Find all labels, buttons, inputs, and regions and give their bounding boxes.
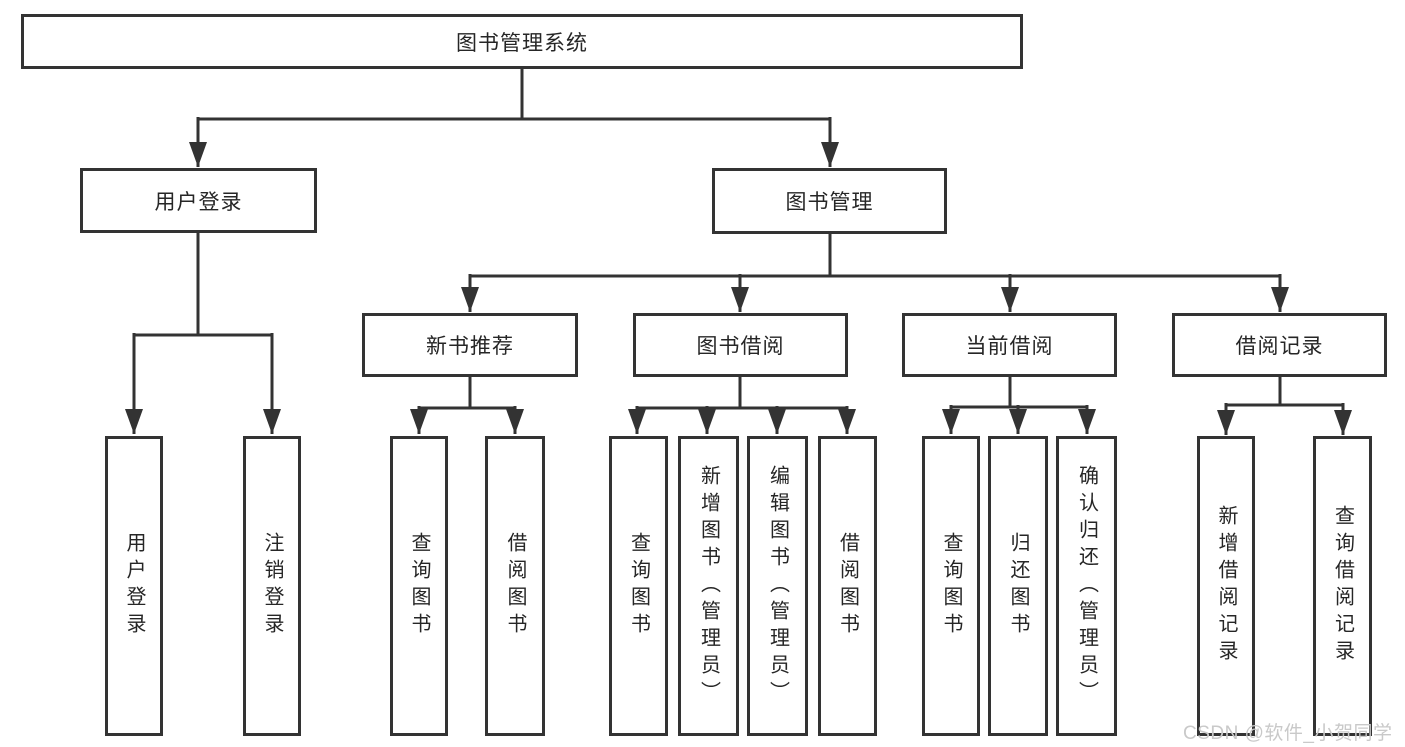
node-label: 新增借阅记录 bbox=[1215, 505, 1237, 667]
node-label: 查询图书 bbox=[940, 532, 962, 640]
node-label: 借阅图书 bbox=[836, 532, 859, 640]
node-label: 编辑图书（管理员） bbox=[766, 464, 789, 708]
connector-borrow-records-children bbox=[1217, 376, 1352, 435]
node-label: 图书管理 bbox=[785, 191, 874, 214]
node-label: 注销登录 bbox=[261, 532, 283, 640]
node-label: 查询借阅记录 bbox=[1331, 505, 1354, 667]
node-label: 用户登录 bbox=[154, 190, 243, 214]
node-label: 查询图书 bbox=[408, 532, 430, 640]
node-label: 图书管理系统 bbox=[456, 31, 588, 55]
node-user-login: 用户登录 bbox=[80, 168, 317, 233]
node-root-system: 图书管理系统 bbox=[21, 14, 1023, 69]
leaf-query-books-recommend: 查询图书 bbox=[390, 436, 448, 736]
node-label: 图书借阅 bbox=[696, 335, 785, 358]
connector-new-book-recommend-children bbox=[410, 377, 524, 434]
node-label: 确认归还（管理员） bbox=[1075, 464, 1098, 708]
node-label: 归还图书 bbox=[1007, 532, 1029, 640]
node-label: 用户登录 bbox=[123, 532, 145, 640]
node-label: 借阅图书 bbox=[504, 532, 526, 640]
leaf-user-login: 用户登录 bbox=[105, 436, 163, 736]
leaf-add-borrow-record: 新增借阅记录 bbox=[1197, 436, 1255, 736]
node-current-borrow: 当前借阅 bbox=[902, 313, 1117, 377]
leaf-logout: 注销登录 bbox=[243, 436, 301, 736]
node-new-book-recommend: 新书推荐 bbox=[362, 313, 578, 377]
connector-user-login-children bbox=[125, 233, 281, 434]
node-label: 新增图书（管理员） bbox=[697, 464, 720, 708]
connector-root-to-level2 bbox=[189, 68, 839, 167]
node-label: 查询图书 bbox=[627, 532, 650, 640]
leaf-borrow-books-recommend: 借阅图书 bbox=[485, 436, 545, 736]
node-book-borrow: 图书借阅 bbox=[633, 313, 848, 377]
leaf-return-books: 归还图书 bbox=[988, 436, 1048, 736]
node-borrow-records: 借阅记录 bbox=[1172, 313, 1387, 377]
leaf-query-borrow-record: 查询借阅记录 bbox=[1313, 436, 1372, 736]
connector-book-management-children bbox=[461, 234, 1289, 312]
connector-current-borrow-children bbox=[942, 376, 1096, 434]
node-label: 新书推荐 bbox=[426, 335, 514, 358]
leaf-borrow-books: 借阅图书 bbox=[818, 436, 877, 736]
node-label: 当前借阅 bbox=[965, 335, 1054, 358]
connector-book-borrow-children bbox=[628, 377, 856, 434]
leaf-confirm-return-admin: 确认归还（管理员） bbox=[1056, 436, 1117, 736]
leaf-query-books-current: 查询图书 bbox=[922, 436, 980, 736]
leaf-add-books-admin: 新增图书（管理员） bbox=[678, 436, 739, 736]
leaf-edit-books-admin: 编辑图书（管理员） bbox=[747, 436, 808, 736]
node-label: 借阅记录 bbox=[1235, 335, 1324, 358]
leaf-query-books-borrow: 查询图书 bbox=[609, 436, 668, 736]
node-book-management: 图书管理 bbox=[712, 168, 947, 234]
csdn-watermark: CSDN @软件_小贺同学 bbox=[1183, 723, 1393, 744]
